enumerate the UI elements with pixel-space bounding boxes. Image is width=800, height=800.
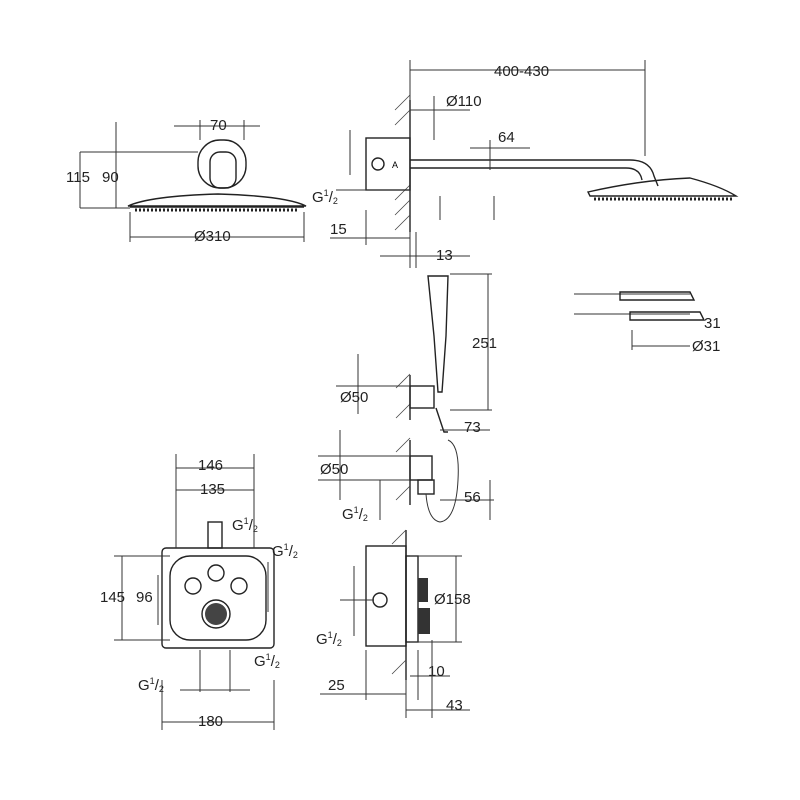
temp-knob bbox=[201, 599, 231, 629]
outlet-body bbox=[409, 455, 433, 481]
dim-holder-d50: Ø50 bbox=[340, 389, 368, 406]
label-g-outlet: G1/2 bbox=[342, 505, 368, 523]
side-head bbox=[586, 177, 739, 197]
dim-d110: Ø110 bbox=[446, 93, 482, 110]
dim-d158: Ø158 bbox=[434, 591, 471, 608]
dim-15: 15 bbox=[330, 221, 347, 238]
dim-70: 70 bbox=[210, 117, 227, 134]
shower-head-outline bbox=[127, 193, 307, 207]
button-3 bbox=[230, 577, 248, 595]
button-2 bbox=[207, 564, 225, 582]
overhead-top-view: 70 115 90 Ø310 bbox=[66, 117, 307, 245]
hand-shower bbox=[427, 275, 449, 393]
dim-10: 10 bbox=[428, 663, 445, 680]
dim-d310: Ø310 bbox=[194, 228, 231, 245]
mini-31: 31 bbox=[704, 315, 721, 332]
shower-arm bbox=[410, 159, 659, 187]
trim-side bbox=[405, 555, 419, 643]
dim-90: 90 bbox=[102, 169, 119, 186]
holder-block bbox=[409, 385, 435, 409]
dim-400-430: 400-430 bbox=[494, 63, 549, 80]
label-g-right: G1/2 bbox=[272, 542, 298, 560]
dim-180: 180 bbox=[198, 713, 223, 730]
dim-64: 64 bbox=[498, 129, 515, 146]
mini-d31: Ø31 bbox=[692, 338, 720, 355]
dim-146: 146 bbox=[198, 457, 223, 474]
overhead-side-view: A 400-430 Ø110 64 G1/2 15 13 31 Ø31 bbox=[312, 60, 739, 355]
knob-lower bbox=[418, 608, 430, 634]
mounting-frame bbox=[161, 547, 275, 649]
label-g-side: G1/2 bbox=[312, 188, 338, 206]
dim-135: 135 bbox=[200, 481, 225, 498]
dim-13: 13 bbox=[436, 247, 453, 264]
flange-outline bbox=[197, 139, 247, 189]
knob-upper bbox=[418, 578, 428, 602]
trim-plate bbox=[169, 555, 267, 641]
dim-outlet-d50: Ø50 bbox=[320, 461, 348, 478]
label-g-bottom-left: G1/2 bbox=[138, 676, 164, 694]
thermostat-front-view: 146 135 145 96 180 G1/2 G1/2 G1/2 G1/2 bbox=[100, 454, 298, 730]
dim-73: 73 bbox=[464, 419, 481, 436]
svg-text:A: A bbox=[392, 160, 398, 170]
dim-25: 25 bbox=[328, 677, 345, 694]
dim-251: 251 bbox=[472, 335, 497, 352]
dim-43: 43 bbox=[446, 697, 463, 714]
dim-115: 115 bbox=[66, 169, 90, 186]
outlet-view: Ø50 56 G1/2 bbox=[318, 430, 494, 523]
label-g-thermo: G1/2 bbox=[316, 630, 342, 648]
flange-inner bbox=[209, 151, 237, 189]
handshower-view: 251 Ø50 73 bbox=[336, 273, 497, 436]
outlet-nozzle bbox=[417, 479, 435, 495]
thermostat-side-view: Ø158 G1/2 25 10 43 bbox=[316, 529, 471, 718]
top-inlet bbox=[207, 521, 223, 549]
label-g-bottom-right: G1/2 bbox=[254, 652, 280, 670]
label-g-top: G1/2 bbox=[232, 516, 258, 534]
dim-96: 96 bbox=[136, 589, 153, 606]
dim-145: 145 bbox=[100, 589, 125, 606]
dim-56: 56 bbox=[464, 489, 481, 506]
button-1 bbox=[184, 577, 202, 595]
